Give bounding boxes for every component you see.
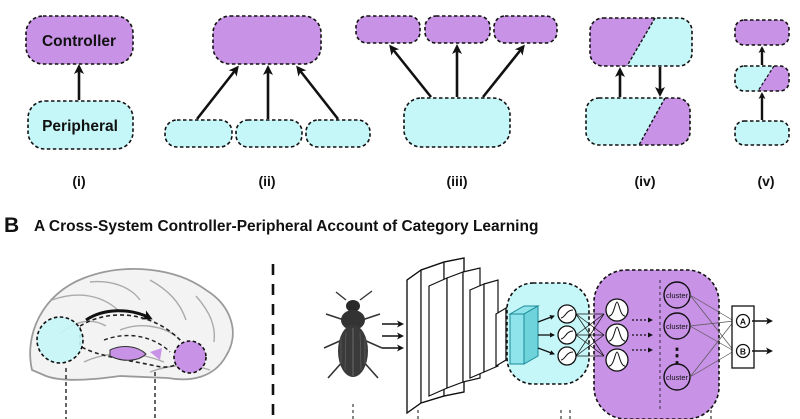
config-ii: (ii)	[164, 15, 371, 189]
peripheral-node	[235, 119, 303, 148]
panel-b-title: A Cross-System Controller-Peripheral Acc…	[34, 218, 539, 235]
output-node-b: B	[735, 343, 751, 359]
peripheral-unit	[557, 346, 577, 366]
controller-region	[173, 340, 207, 374]
config-label-iv: (iv)	[635, 173, 656, 189]
config-iv: (iv)	[585, 17, 693, 189]
controller-node	[355, 15, 421, 44]
panel-letter-b: B	[4, 214, 20, 237]
peripheral-node	[734, 120, 790, 146]
peripheral-label: Peripheral	[42, 118, 118, 135]
arrow-to-controller	[389, 44, 433, 98]
controller-node	[493, 15, 558, 44]
svg-text:cluster: cluster	[666, 291, 689, 300]
peripheral-node	[27, 100, 134, 150]
hybrid-node-bottom	[586, 98, 690, 145]
feature-block	[508, 305, 540, 365]
config-label-iii: (iii)	[447, 173, 468, 189]
svg-text:B: B	[740, 347, 746, 357]
config-i: Controller Peripheral (i)	[25, 15, 134, 189]
attention-unit	[605, 298, 629, 322]
config-label-i: (i)	[72, 173, 85, 189]
cnn-layer	[406, 268, 422, 415]
svg-text:A: A	[740, 317, 746, 327]
cnn-layer	[446, 271, 464, 389]
cnn-layers	[406, 257, 519, 415]
brain-illustration	[29, 268, 234, 419]
controller-node	[212, 15, 322, 65]
cnn-layer	[495, 306, 507, 368]
controller-node	[734, 19, 790, 46]
cluster-node: cluster	[663, 363, 691, 391]
config-label-v: (v)	[757, 173, 774, 189]
peripheral-node	[305, 119, 371, 148]
svg-text:cluster: cluster	[666, 373, 689, 382]
cnn-layer	[483, 279, 499, 373]
cluster-node: cluster	[663, 281, 691, 309]
controller-label: Controller	[42, 33, 116, 50]
peripheral-node	[403, 97, 511, 148]
beetle-image	[323, 290, 383, 379]
curved-arrow	[85, 309, 153, 322]
config-iii: (iii)	[355, 15, 558, 189]
output-node-a: A	[735, 313, 751, 329]
peripheral-unit	[557, 304, 577, 324]
peripheral-unit	[557, 325, 577, 345]
cnn-layer	[406, 257, 465, 415]
config-label-ii: (ii)	[258, 173, 275, 189]
cnn-layer	[428, 277, 448, 397]
cnn-layer	[469, 283, 485, 379]
attention-unit	[605, 323, 629, 347]
svg-text:cluster: cluster	[666, 322, 689, 331]
config-v: (v)	[734, 19, 790, 189]
hybrid-node-middle	[735, 66, 789, 91]
controller-node	[424, 15, 491, 44]
attention-unit	[605, 348, 629, 372]
peripheral-node	[164, 119, 233, 148]
peripheral-region	[36, 316, 84, 364]
cluster-ellipsis: ⋮	[667, 345, 687, 367]
hybrid-node-top	[590, 18, 692, 66]
arrow-to-controller	[296, 65, 340, 120]
arrow-to-controller	[481, 44, 525, 98]
arrow-to-controller	[195, 65, 239, 120]
cluster-node: cluster	[663, 312, 691, 340]
